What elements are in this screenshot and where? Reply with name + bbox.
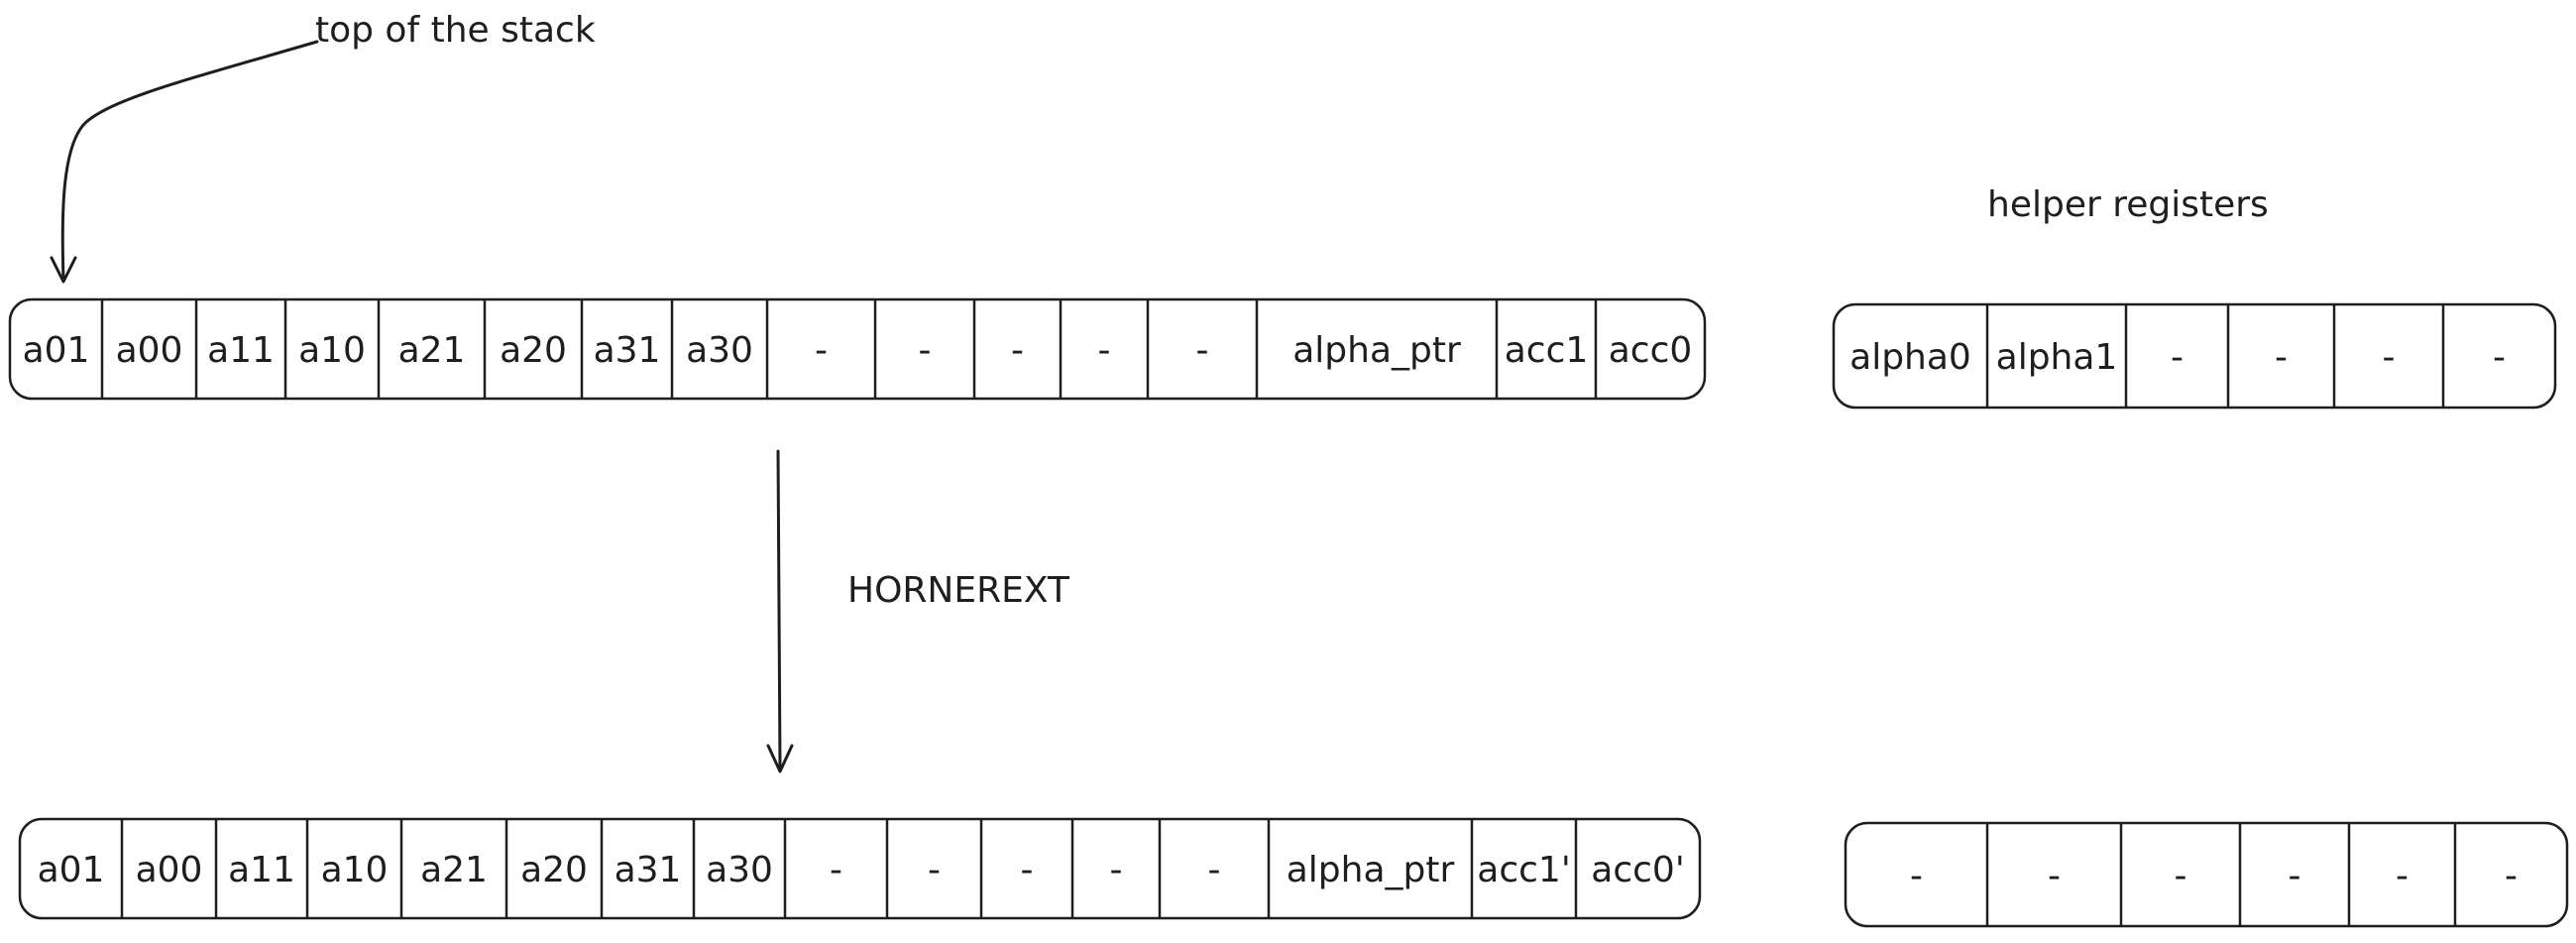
helper-before-cell: - <box>2171 337 2184 378</box>
stack-before-cell: a01 <box>23 330 90 371</box>
helper-after-cell: - <box>2289 856 2301 896</box>
helper-after-cell: - <box>2175 856 2187 896</box>
helper-after-cell: - <box>2505 856 2518 896</box>
top-of-stack-label: top of the stack <box>315 10 596 51</box>
stack-before-cell: a30 <box>686 330 753 371</box>
stack-before-cell: acc1 <box>1505 330 1589 371</box>
stack-after-cell: acc1' <box>1477 850 1570 890</box>
stack-before-cell: - <box>1011 330 1024 371</box>
top-of-stack-arrow <box>60 40 319 282</box>
stack-after-cell: a30 <box>706 850 773 890</box>
stack-before-frame <box>8 297 1707 401</box>
helper-before-cell: alpha0 <box>1849 337 1971 378</box>
helper-after-cell: - <box>2396 856 2408 896</box>
helper-before-cell: alpha1 <box>1996 337 2118 378</box>
helper-before-cell: - <box>2493 337 2506 378</box>
stack-after-cell: a20 <box>520 850 588 890</box>
stack-after-cell: a01 <box>38 850 105 890</box>
stack-before-cell: - <box>919 330 932 371</box>
operation-label: HORNEREXT <box>847 570 1070 611</box>
helper-before-cell: - <box>2383 337 2396 378</box>
helper-after-cell: - <box>2048 856 2061 896</box>
operation-arrow <box>776 449 782 770</box>
helper-registers-after: ------ <box>1844 821 2569 928</box>
stack-before: a01 a00 a11 a10 a21 a20 a31 a30 - - - - - alpha_ptr ac… <box>8 297 1707 401</box>
helper-registers-label: helper registers <box>1987 184 2269 225</box>
stack-before-cell: a00 <box>116 330 183 371</box>
stack-after-cell: - <box>830 850 842 890</box>
helper-registers-before: alpha0 alpha1 - - - - <box>1832 302 2557 410</box>
stack-before-cell: a21 <box>398 330 466 371</box>
helper-after-frame <box>1844 821 2569 928</box>
operation-arrowhead <box>766 744 794 773</box>
stack-before-cell: acc0 <box>1609 330 1693 371</box>
helper-before-frame <box>1832 302 2557 410</box>
stack-after-cell: a00 <box>136 850 203 890</box>
stack-after-cell: - <box>1208 850 1221 890</box>
stack-before-cell: a31 <box>594 330 661 371</box>
stack-before-cell: - <box>815 330 828 371</box>
stack-after-cell: - <box>1110 850 1123 890</box>
stack-after-cell: a31 <box>615 850 682 890</box>
stack-after-cell: - <box>928 850 941 890</box>
stack-after: a01 a00 a11 a10 a21 a20 a31 a30 - - - - - alpha_ptr ac… <box>18 817 1702 920</box>
top-of-stack-arrowhead <box>50 256 77 284</box>
stack-before-cell: alpha_ptr <box>1292 330 1461 371</box>
stack-before-cell: a10 <box>298 330 366 371</box>
stack-after-cell: alpha_ptr <box>1287 850 1455 890</box>
stack-after-cell: acc0' <box>1591 850 1684 890</box>
stack-before-cell: - <box>1098 330 1111 371</box>
stack-after-frame <box>18 817 1702 920</box>
stack-before-cell: a20 <box>500 330 567 371</box>
helper-before-cell: - <box>2275 337 2288 378</box>
stack-after-cell: a21 <box>420 850 488 890</box>
stack-before-cell: - <box>1196 330 1209 371</box>
stack-after-cell: a10 <box>321 850 389 890</box>
stack-before-cell: a11 <box>207 330 275 371</box>
stack-after-cell: a11 <box>228 850 295 890</box>
stack-after-cell: - <box>1021 850 1034 890</box>
helper-after-cell: - <box>1910 856 1923 896</box>
